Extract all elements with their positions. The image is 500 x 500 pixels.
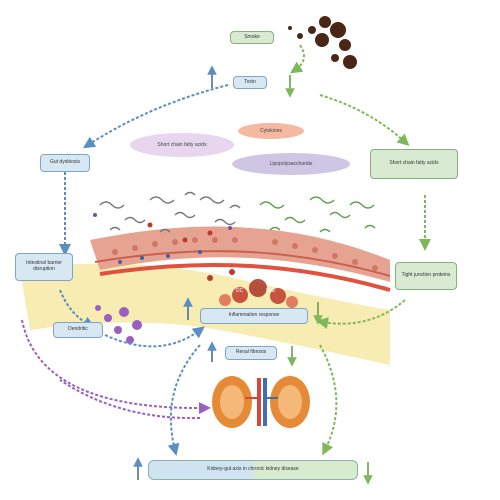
- green-arrows: [290, 44, 431, 456]
- smoke-box: Smoke: [230, 31, 274, 44]
- inflammation-box: Inflammation response: [200, 308, 308, 324]
- scfa-ellipse: Short chain fatty acids: [130, 133, 234, 157]
- indicator-arrows: [133, 65, 373, 485]
- bacteria-cluster: [95, 305, 142, 344]
- cell-label-2: Mac: [266, 288, 276, 294]
- purple-arrows: [21, 319, 211, 420]
- metabolite-ellipse: Lipopolysaccharide: [232, 153, 350, 175]
- smoke-particles: [288, 16, 357, 69]
- right-box-a: Short chain fatty acids: [370, 149, 458, 179]
- epithelium-layer: [90, 226, 391, 292]
- bottom-box: Kidney-gut axis in chronic kidney diseas…: [148, 460, 358, 480]
- cell-label-1: DC: [236, 288, 244, 294]
- immune-cell-cluster: [207, 269, 298, 308]
- blue-arrows: [59, 84, 229, 456]
- right-box-b: Tight junction proteins: [395, 262, 457, 290]
- left-box-c: Dendritic: [53, 322, 103, 338]
- left-box-a: Gut dysbiosis: [40, 154, 90, 172]
- kidneys-graphic: [212, 376, 310, 428]
- microbiota: [93, 191, 376, 243]
- toxin-box: Toxin: [233, 76, 267, 89]
- renal-box: Renal fibrosis: [225, 346, 277, 360]
- left-box-b: Intestinal barrier disruption: [15, 253, 73, 281]
- cytokine-ellipse: Cytokines: [238, 123, 304, 139]
